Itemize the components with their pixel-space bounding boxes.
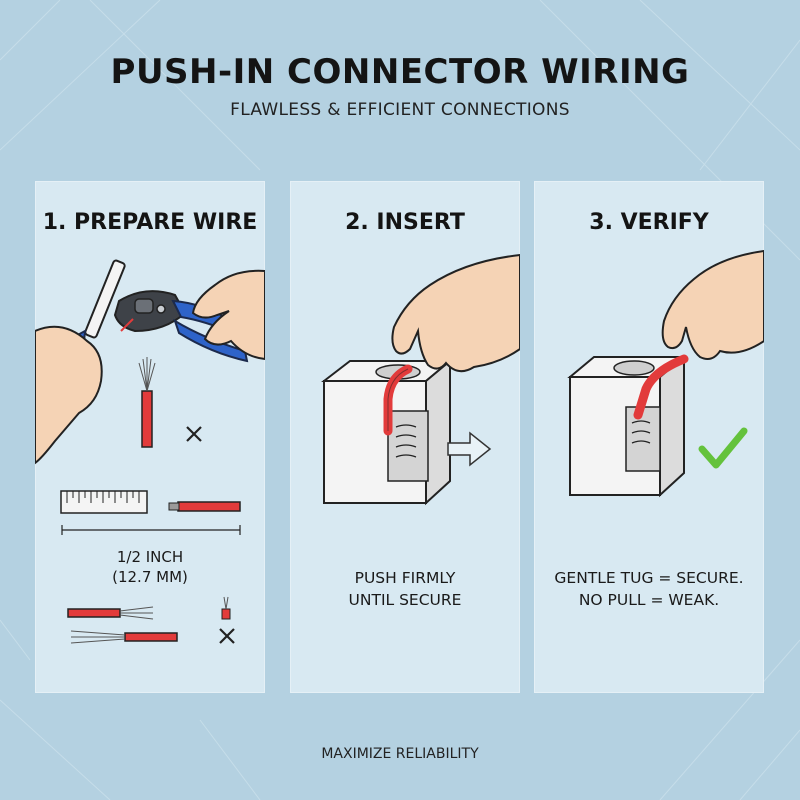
- stripped-wire-vertical: [138, 357, 156, 448]
- insert-wire-illustration: [321, 253, 520, 506]
- hand: [391, 253, 520, 373]
- insert-caption-line1: PUSH FIRMLY: [354, 569, 456, 587]
- push-in-connector-icon: [567, 354, 687, 498]
- step-panel-verify: 3. VERIFY GENTLE TUG = SECURE. NO PULL =…: [534, 181, 764, 693]
- hand: [661, 249, 764, 360]
- verify-caption-line2: NO PULL = WEAK.: [578, 591, 720, 609]
- footer-tagline: MAXIMIZE RELIABILITY: [321, 746, 479, 762]
- step-heading: 2. INSERT: [345, 210, 465, 235]
- verify-caption-line1: GENTLE TUG = SECURE.: [554, 569, 744, 587]
- verify-wire-illustration: [567, 249, 764, 498]
- step-panel-prepare: 1. PREPARE WIRE: [35, 181, 265, 693]
- right-hand: [191, 269, 265, 361]
- ruler-icon: [60, 490, 148, 514]
- stripped-wire-horizontal: [168, 501, 241, 512]
- prepare-wire-illustration: [35, 259, 265, 644]
- left-hand: [35, 325, 103, 465]
- page-subtitle: FLAWLESS & EFFICIENT CONNECTIONS: [230, 100, 570, 120]
- x-mark-icon: [186, 426, 202, 442]
- step-heading: 3. VERIFY: [589, 210, 709, 235]
- page-title: PUSH-IN CONNECTOR WIRING: [110, 52, 690, 92]
- push-in-connector-icon: [321, 358, 453, 506]
- dimension-line: [61, 525, 241, 535]
- arrow-right-icon: [447, 431, 492, 467]
- insert-caption-line2: UNTIL SECURE: [348, 591, 462, 609]
- incorrect-strip-examples: [67, 596, 231, 644]
- measure-label-mm: (12.7 MM): [112, 568, 188, 586]
- step-heading: 1. PREPARE WIRE: [42, 210, 258, 235]
- measure-label-inch: 1/2 INCH: [116, 548, 184, 566]
- step-panel-insert: 2. INSERT PUSH FIRMLY UNTIL SECURE: [290, 181, 520, 693]
- red-wire: [633, 354, 689, 420]
- checkmark-icon: [698, 427, 748, 469]
- x-mark-icon: [219, 628, 235, 644]
